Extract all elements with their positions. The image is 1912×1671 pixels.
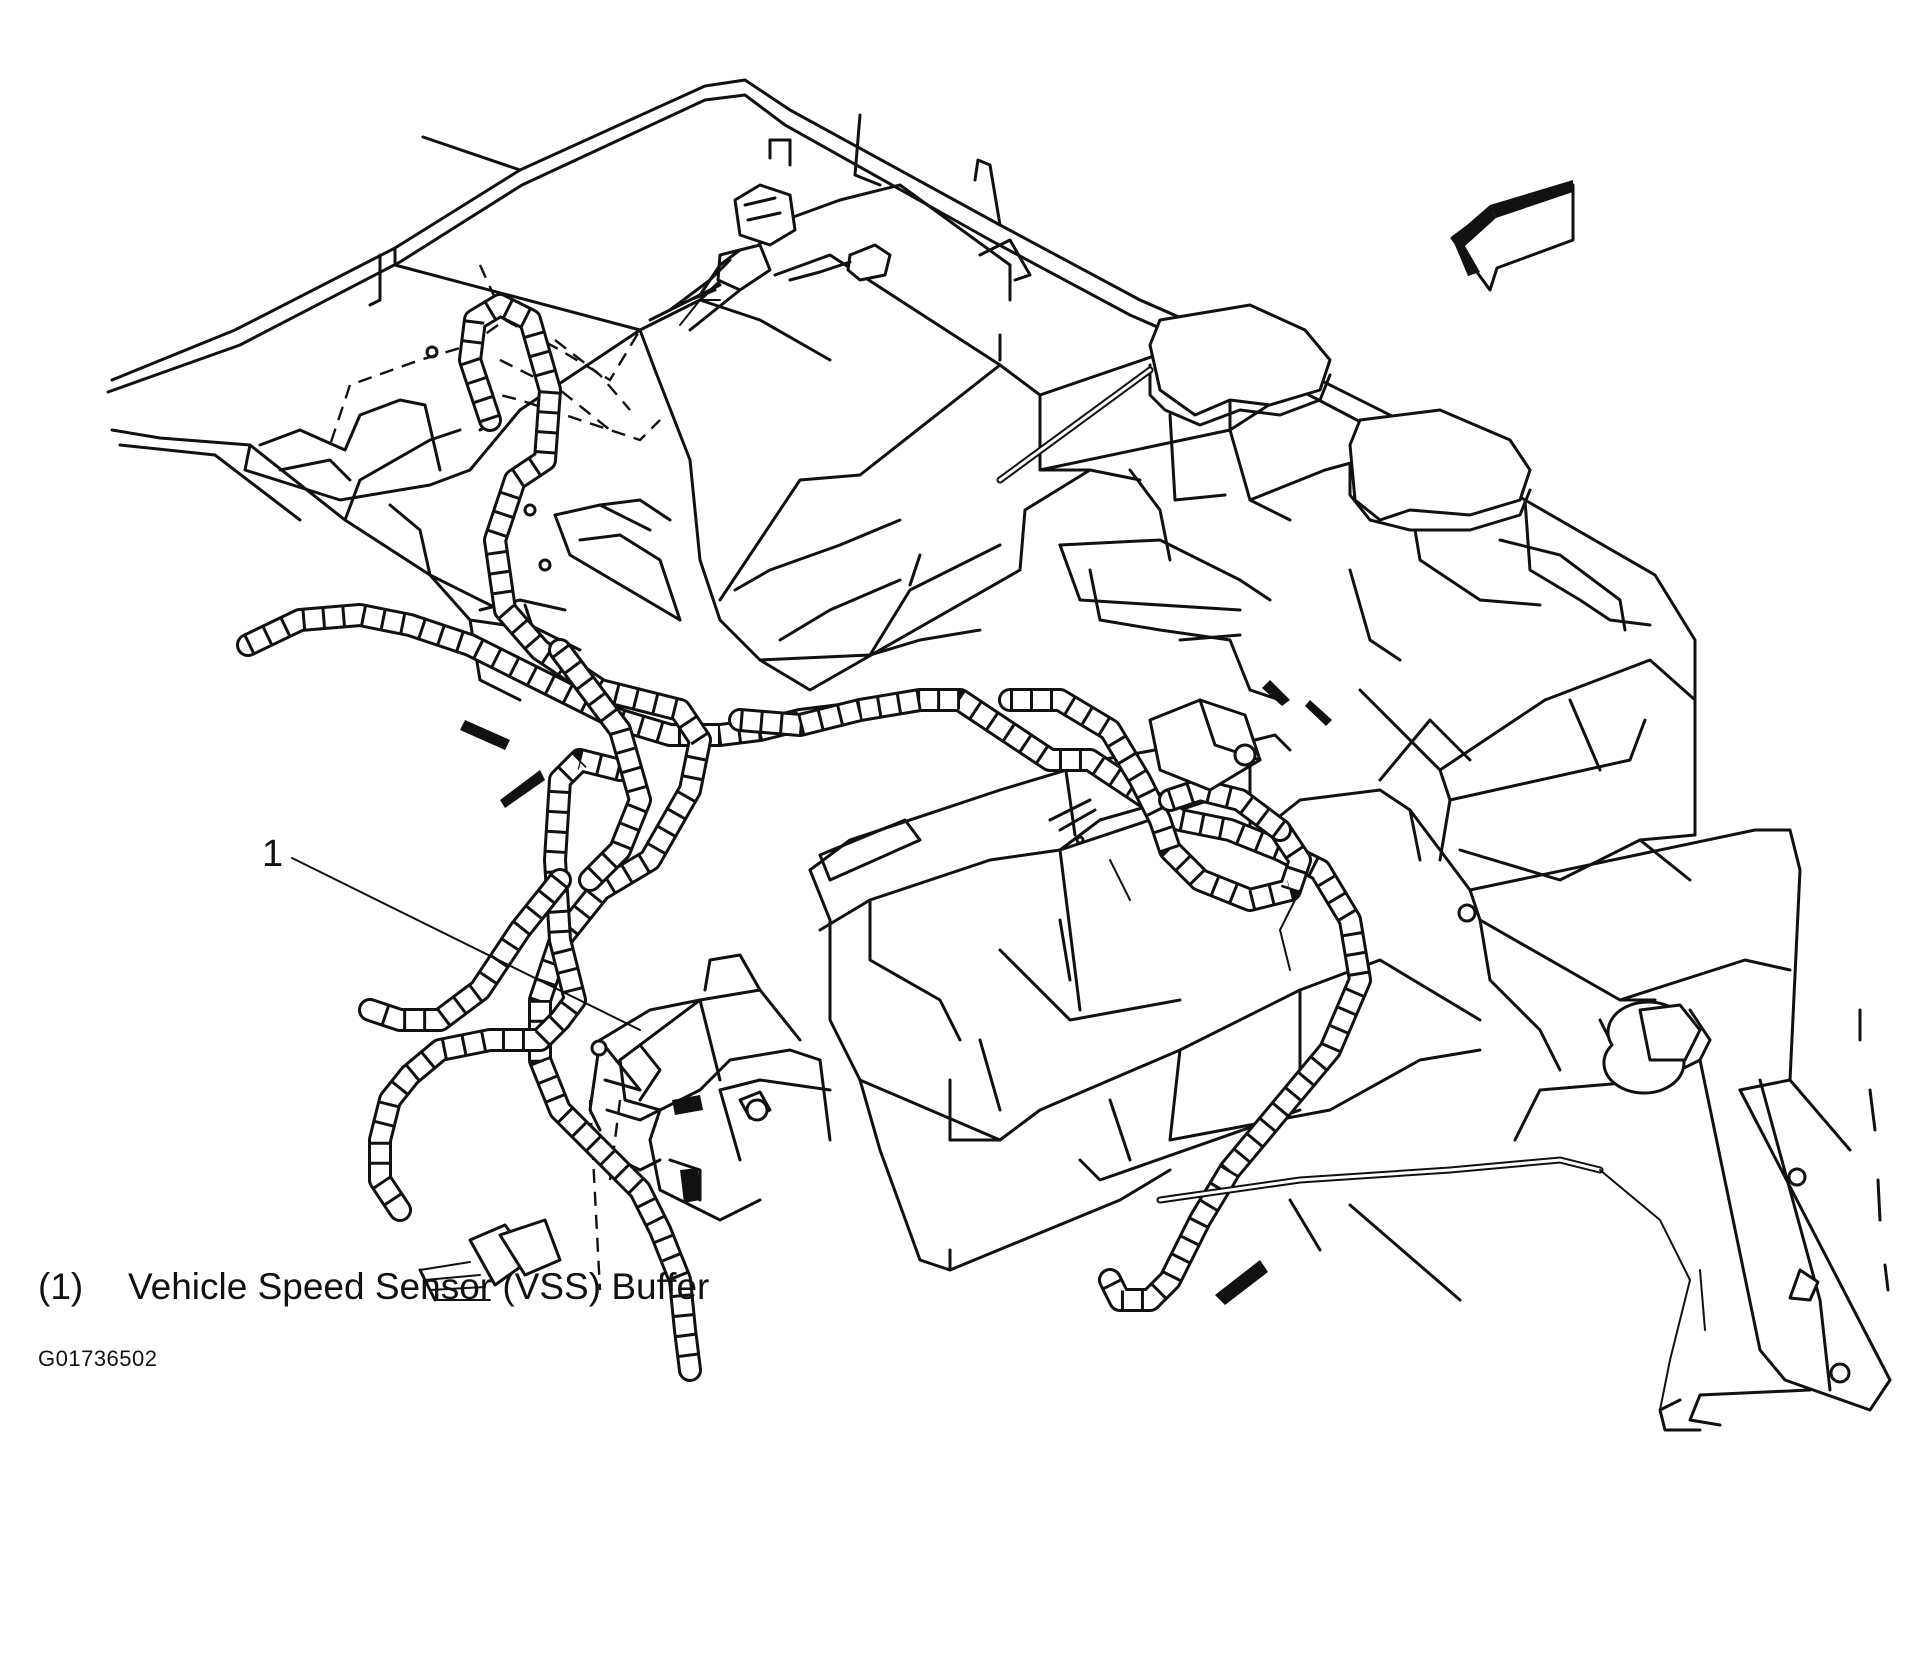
center-console-ducts	[718, 253, 1402, 702]
callout-leader-1	[291, 857, 641, 1031]
dash-carrier	[106, 78, 1697, 837]
right-connector	[1148, 698, 1292, 792]
lower-left-connector	[418, 1218, 562, 1302]
legend-number: (1)	[38, 1266, 84, 1307]
lower-duct-module	[808, 738, 1482, 1272]
figure-id: G01736502	[38, 1346, 158, 1371]
vss-buffer-module	[588, 953, 832, 1222]
callout-number-1: 1	[262, 833, 284, 875]
legend-label: Vehicle Speed Sensor (VSS) Buffer	[128, 1266, 710, 1307]
top-leader-line	[421, 135, 522, 172]
air-outlet-covers	[1148, 303, 1542, 607]
top-connectors	[648, 183, 892, 332]
instrument-panel-wiring-diagram	[106, 78, 1892, 1432]
right-side-housing	[1358, 498, 1697, 882]
forward-direction-arrow-icon	[1450, 180, 1575, 292]
legend-line: (1) Vehicle Speed Sensor (VSS) Buffer	[38, 1268, 709, 1305]
mounting-bracket	[1468, 828, 1892, 1432]
wiring-harness	[236, 293, 1706, 1411]
edge-trim-strips	[460, 366, 1462, 1305]
fuse-block-area	[258, 398, 682, 702]
